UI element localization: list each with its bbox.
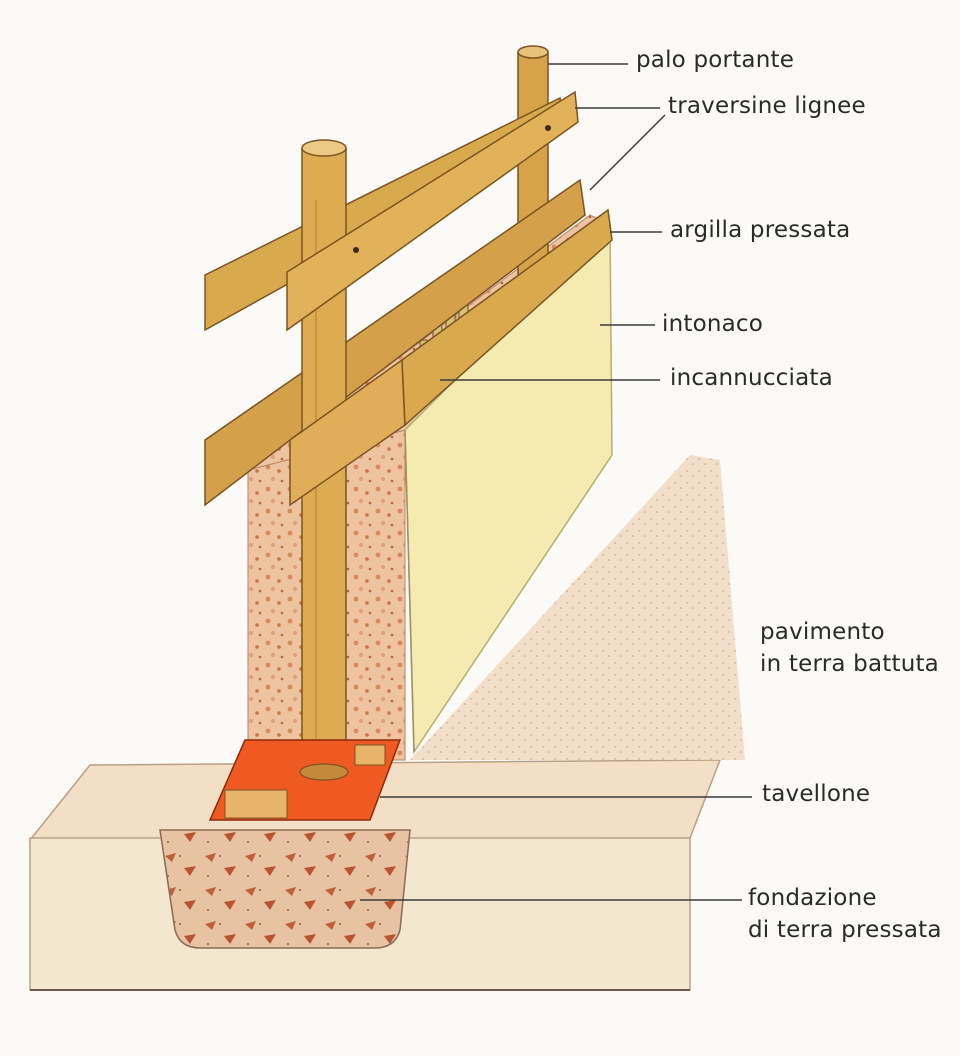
leader-lines [360,63,752,901]
label-pavimento-line1: pavimento [760,619,885,645]
label-incannucciata: incannucciata [670,365,833,391]
tavellone-tile [208,739,402,821]
lower-back-rail [204,178,586,507]
label-traversine-lignee: traversine lignee [668,93,866,119]
label-pavimento-line2: in terra battuta [760,651,939,677]
foundation-trench [159,829,411,949]
label-fondazione: fondazione di terra pressata [748,882,942,946]
label-pavimento: pavimento in terra battuta [760,616,939,680]
label-argilla-pressata: argilla pressata [670,217,851,243]
lower-front-rail-top [401,208,613,427]
label-tavellone: tavellone [762,781,871,807]
label-fondazione-line1: fondazione [748,885,877,911]
upper-front-rail [286,90,579,332]
earth-floor [410,455,745,760]
label-intonaco: intonaco [662,311,764,337]
label-fondazione-line2: di terra pressata [748,917,942,943]
label-palo-portante: palo portante [636,47,795,73]
